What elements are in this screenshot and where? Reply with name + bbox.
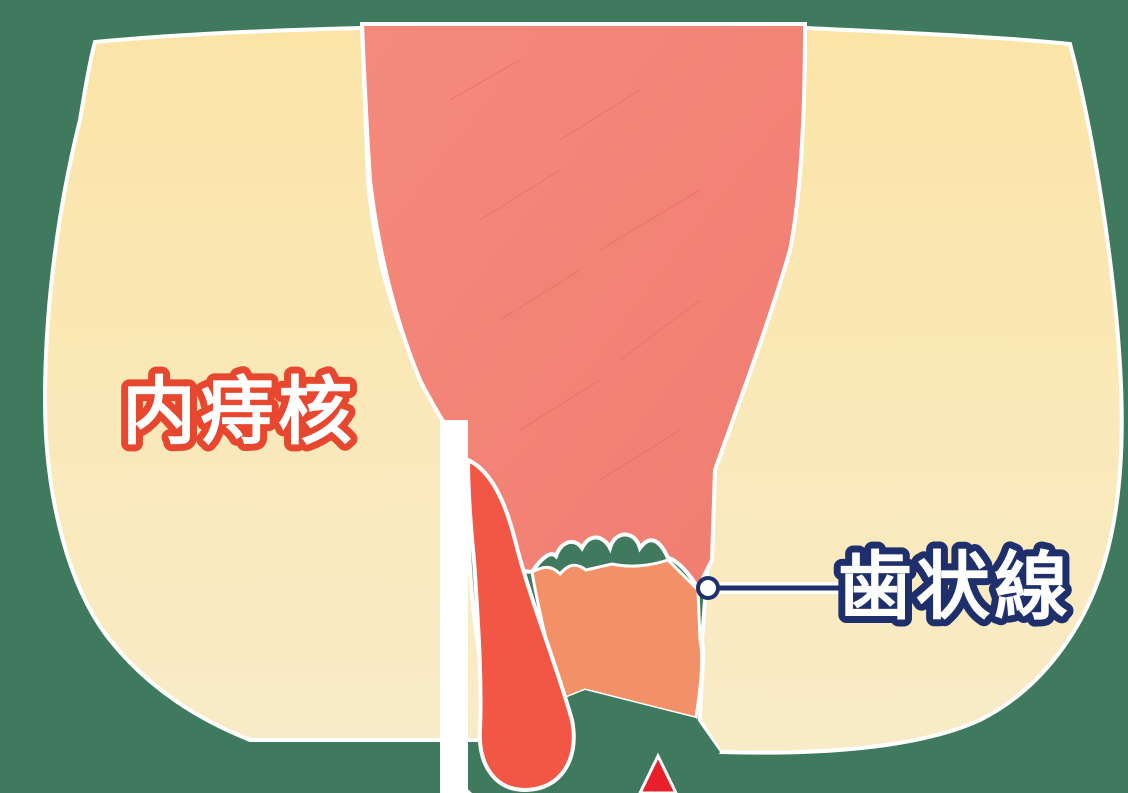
label-dentate-line: 歯状線 — [838, 544, 1072, 630]
label-dentate-line-group: 歯状線 — [838, 544, 1072, 630]
label-internal-hemorrhoid: 内痔核 — [122, 369, 356, 455]
pointer-dot — [698, 578, 718, 598]
label-internal-hemorrhoid-group: 内痔核 — [122, 369, 356, 455]
cut-edge — [440, 420, 468, 793]
